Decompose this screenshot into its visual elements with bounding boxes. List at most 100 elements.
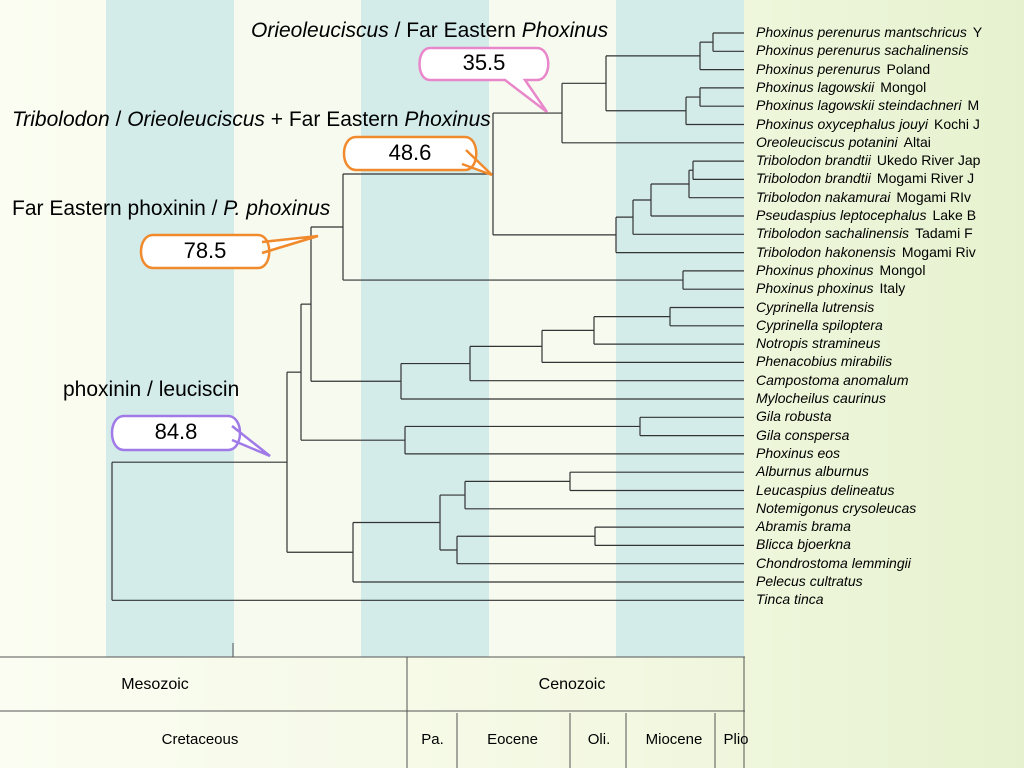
bubble-b1 bbox=[418, 46, 550, 113]
taxon-species: Tribolodon brandtii bbox=[756, 152, 871, 169]
divergence-time-78-5: 78.5 bbox=[183, 238, 227, 263]
taxon-label: Phenacobius mirabilis bbox=[756, 353, 892, 370]
taxon-species: Blicca bjoerkna bbox=[756, 536, 851, 553]
epoch-miocene: Miocene bbox=[645, 731, 703, 748]
bubble-b4 bbox=[110, 414, 271, 458]
era-cenozoic: Cenozoic bbox=[538, 676, 606, 693]
taxon-species: Tribolodon brandtii bbox=[756, 170, 871, 187]
taxon-label: Tribolodon hakonensis Mogami Riv bbox=[756, 244, 976, 261]
taxon-species: Chondrostoma lemmingii bbox=[756, 554, 911, 571]
taxon-species: Pseudaspius leptocephalus bbox=[756, 207, 927, 223]
taxon-species: Tinca tinca bbox=[756, 591, 824, 608]
taxon-label: Cyprinella spiloptera bbox=[756, 317, 883, 334]
taxon-locality: Mogami River J bbox=[876, 170, 975, 187]
taxon-locality: M bbox=[967, 97, 980, 114]
taxon-label: Phoxinus lagowskii steindachneri M bbox=[756, 97, 979, 114]
divergence-time-48-6: 48.6 bbox=[388, 140, 432, 165]
taxon-label: Blicca bjoerkna bbox=[756, 536, 851, 553]
taxon-species: Tribolodon hakonensis bbox=[756, 243, 896, 260]
taxon-label: Abramis brama bbox=[756, 518, 851, 535]
time-band bbox=[616, 0, 744, 657]
taxon-label: Phoxinus oxycephalus jouyi Kochi J bbox=[756, 116, 980, 133]
taxon-label: Cyprinella lutrensis bbox=[756, 299, 874, 316]
taxon-species: Phoxinus lagowskii bbox=[756, 78, 875, 95]
taxon-label: Tribolodon nakamurai Mogami RIv bbox=[756, 189, 971, 206]
divergence-time-35-5: 35.5 bbox=[462, 50, 506, 75]
taxon-label: Phoxinus lagowskii Mongol bbox=[756, 79, 926, 96]
callout-bubble bbox=[342, 135, 493, 177]
epoch-eocene: Eocene bbox=[487, 731, 538, 748]
taxon-species: Notropis stramineus bbox=[756, 335, 881, 352]
taxon-species: Phoxinus perenurus mantschricus bbox=[756, 24, 967, 40]
taxon-locality: Mogami RIv bbox=[896, 188, 972, 205]
taxon-label: Campostoma anomalum bbox=[756, 372, 909, 389]
epoch-oligocene: Oli. bbox=[587, 731, 611, 748]
taxon-label: Pelecus cultratus bbox=[756, 573, 863, 590]
taxon-species: Campostoma anomalum bbox=[756, 371, 909, 388]
taxon-locality: Italy bbox=[879, 280, 906, 297]
taxon-species: Abramis brama bbox=[756, 518, 851, 535]
taxon-species: Gila robusta bbox=[756, 408, 832, 425]
time-band-light bbox=[489, 0, 616, 657]
taxon-label: Phoxinus eos bbox=[756, 445, 840, 462]
taxon-label: Pseudaspius leptocephalus Lake B bbox=[756, 207, 976, 224]
time-band bbox=[106, 0, 234, 657]
taxon-label: Alburnus alburnus bbox=[756, 463, 869, 480]
taxon-label: Notropis stramineus bbox=[756, 335, 881, 352]
taxon-species: Phoxinus oxycephalus jouyi bbox=[756, 115, 928, 132]
taxon-label: Phoxinus perenurus sachalinensis bbox=[756, 42, 968, 59]
taxon-locality: Y bbox=[972, 24, 983, 40]
taxon-label: Phoxinus perenurus mantschricus Y bbox=[756, 24, 982, 41]
taxon-label: Oreoleuciscus potanini Altai bbox=[756, 134, 931, 151]
taxon-species: Phenacobius mirabilis bbox=[756, 353, 893, 370]
callout-bubble bbox=[418, 46, 550, 113]
taxon-label: Notemigonus crysoleucas bbox=[756, 500, 916, 517]
taxon-locality: Mogami Riv bbox=[901, 243, 976, 260]
period-cretaceous: Cretaceous bbox=[161, 731, 239, 748]
era-mesozoic: Mesozoic bbox=[121, 676, 189, 693]
taxon-species: Phoxinus perenurus sachalinensis bbox=[756, 42, 969, 59]
taxon-species: Phoxinus phoxinus bbox=[756, 280, 874, 297]
divergence-time-84-8: 84.8 bbox=[154, 419, 198, 444]
taxon-locality: Ukedo River Jap bbox=[876, 152, 981, 169]
bubble-b3 bbox=[139, 233, 319, 270]
taxon-species: Notemigonus crysoleucas bbox=[756, 499, 917, 516]
heading-h4: phoxinin / leuciscin bbox=[63, 378, 240, 401]
taxon-species: Phoxinus lagowskii steindachneri bbox=[756, 97, 962, 114]
taxon-locality: Kochi J bbox=[934, 115, 980, 132]
bubble-b2 bbox=[342, 135, 493, 177]
epoch-pliocene: Plio bbox=[723, 731, 749, 748]
heading-h3: Far Eastern phoxinin / P. phoxinus bbox=[12, 197, 331, 220]
taxon-locality: Mongol bbox=[880, 78, 927, 95]
heading-h2: Tribolodon / Orieoleuciscus + Far Easter… bbox=[12, 108, 491, 131]
taxon-locality: Altai bbox=[903, 133, 931, 150]
epoch-paleocene: Pa. bbox=[421, 731, 444, 748]
time-band bbox=[361, 0, 489, 657]
taxon-label: Tribolodon brandtii Mogami River J bbox=[756, 170, 974, 187]
heading-h1: Orieoleuciscus / Far Eastern Phoxinus bbox=[251, 19, 609, 42]
callout-bubble bbox=[139, 233, 319, 270]
taxon-locality: Lake B bbox=[932, 207, 977, 223]
time-band-light bbox=[234, 0, 361, 657]
taxon-label: Gila robusta bbox=[756, 408, 831, 425]
taxon-species: Tribolodon nakamurai bbox=[756, 188, 891, 205]
callout-bubble bbox=[110, 414, 271, 458]
taxon-label: Tribolodon brandtii Ukedo River Jap bbox=[756, 152, 980, 169]
taxon-species: Leucaspius delineatus bbox=[756, 481, 895, 498]
taxon-species: Phoxinus eos bbox=[756, 444, 841, 461]
taxon-species: Alburnus alburnus bbox=[756, 463, 869, 480]
taxon-species: Cyprinella lutrensis bbox=[756, 298, 875, 315]
taxon-label: Leucaspius delineatus bbox=[756, 482, 895, 499]
taxon-label: Mylocheilus caurinus bbox=[756, 390, 886, 407]
taxon-species: Phoxinus perenurus bbox=[756, 60, 881, 77]
taxon-species: Oreoleuciscus potanini bbox=[756, 133, 898, 150]
taxon-label: Phoxinus phoxinus Italy bbox=[756, 280, 905, 297]
taxon-label: Gila conspersa bbox=[756, 427, 849, 444]
taxon-label: Tinca tinca bbox=[756, 591, 824, 608]
taxon-species: Phoxinus phoxinus bbox=[756, 261, 874, 278]
